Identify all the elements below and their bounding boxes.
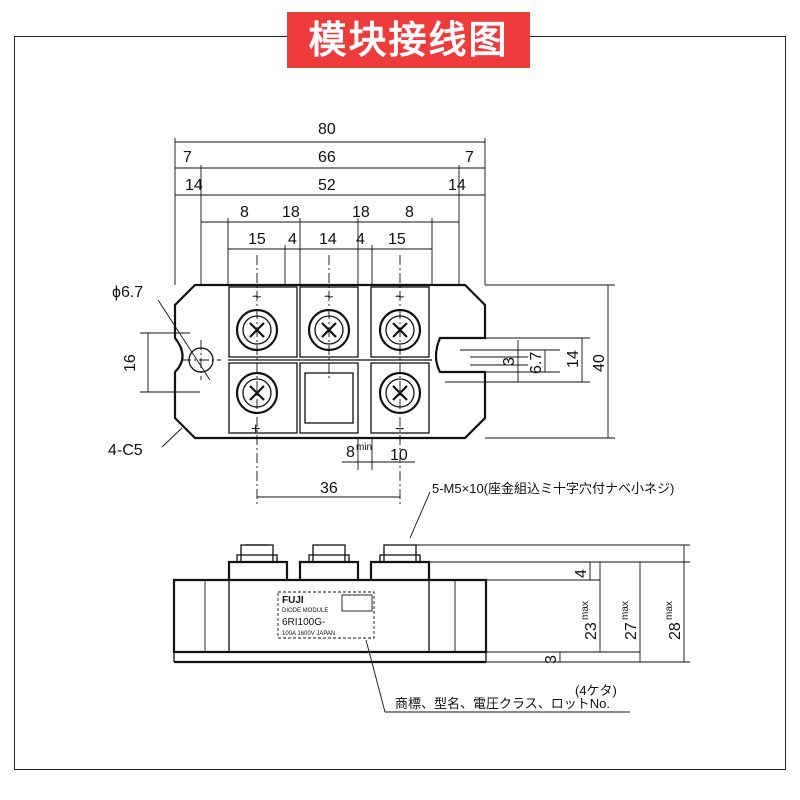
dim-27-max: 27: [623, 622, 640, 640]
hole-label: ϕ6.7: [112, 284, 143, 301]
dim-10: 10: [390, 447, 408, 464]
dim-15-right: 15: [388, 231, 406, 248]
dim-8-left: 8: [240, 204, 249, 221]
nameplate: [277, 591, 375, 639]
dim-4: 4: [573, 569, 590, 578]
centerlines: [256, 255, 401, 505]
dim-4-left: 4: [288, 231, 297, 248]
right-dimension-lines: [445, 284, 615, 439]
mounting-hole: [157, 299, 221, 381]
left-dimension-lines: [140, 332, 200, 393]
dim-8-min: 8: [346, 444, 355, 461]
screw-note: 5-M5×10(座金組込ミ十字穴付ナベ小ネジ): [432, 481, 674, 496]
chamfer-label: 4-C5: [108, 442, 143, 459]
dim-23-sup: max: [580, 601, 591, 620]
marking-note-2: 商標、型名、電圧クラス、ロットNo.: [395, 696, 610, 711]
dim-40: 40: [591, 354, 608, 372]
dim-14-right: 14: [448, 177, 466, 194]
dim-14-left: 14: [185, 177, 203, 194]
marking-note-1: (4ケタ): [575, 683, 617, 698]
dim-15-left: 15: [248, 231, 266, 248]
page-title: 模块接线图: [287, 12, 530, 68]
side-view-outline: [172, 560, 488, 664]
dim-6-7: 6.7: [528, 352, 545, 374]
label-line-1: FUJI: [282, 595, 304, 606]
label-line-3: 6RI100G-: [282, 617, 325, 628]
dim-18-left: 18: [282, 204, 300, 221]
dim-4-right: 4: [356, 231, 365, 248]
label-line-4: 100A 1600V JAPAN: [282, 631, 335, 637]
dim-7-right: 7: [465, 149, 474, 166]
dim-36: 36: [320, 480, 338, 497]
top-view-outline: [173, 283, 487, 440]
minus-mark: −: [395, 421, 404, 438]
dim-28-max: 28: [667, 622, 684, 640]
dim-7-left: 7: [183, 149, 192, 166]
chamfer-leader: [161, 427, 183, 448]
plus-mark: +: [251, 421, 260, 438]
dim-14-mid: 14: [319, 231, 337, 248]
terminal-blocks: [228, 286, 430, 434]
dim-27-sup: max: [620, 601, 631, 620]
dim-23-max: 23: [583, 622, 600, 640]
dim-8-right: 8: [405, 204, 414, 221]
side-terminals: [236, 544, 421, 563]
dim-80: 80: [318, 121, 336, 138]
label-line-2: DIODE MODULE: [282, 608, 328, 614]
dim-16: 16: [122, 354, 139, 372]
bottom-dimension-lines: [257, 438, 415, 498]
dim-18-right: 18: [352, 204, 370, 221]
dim-66: 66: [318, 149, 336, 166]
dim-28-sup: max: [664, 601, 675, 620]
dim-3-slot: 3: [501, 357, 518, 366]
top-dimension-lines: [174, 138, 486, 285]
dim-3: 3: [543, 655, 560, 664]
dim-14-vertical: 14: [565, 350, 582, 368]
marking-leader: [365, 639, 386, 713]
screw-leader: [409, 491, 431, 539]
dim-52: 52: [318, 177, 336, 194]
dim-8-min-sup: min: [356, 442, 372, 453]
screw-terminals: [235, 308, 422, 415]
side-dimension-lines: [416, 544, 690, 663]
